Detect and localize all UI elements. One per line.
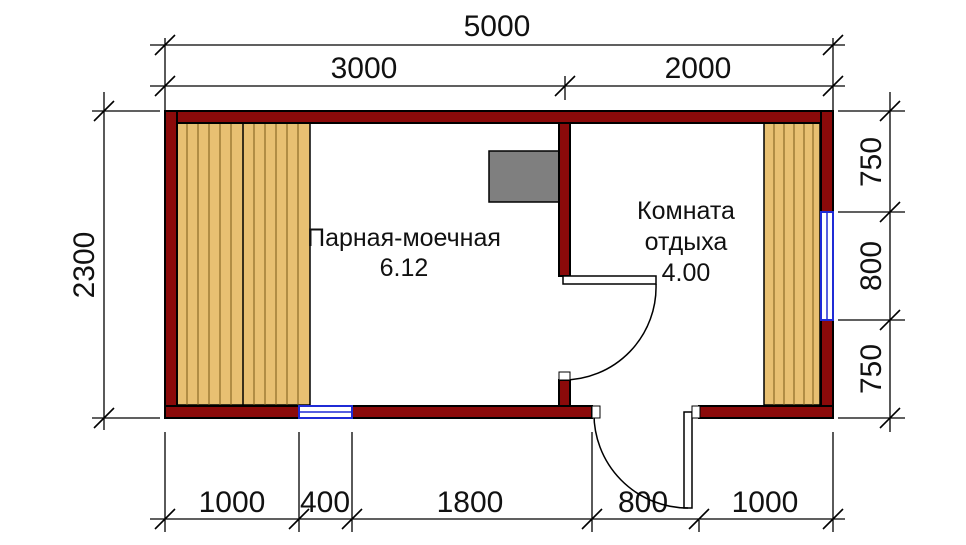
dim-height: 2300 (68, 232, 101, 299)
bench-steam-room (175, 122, 311, 406)
bench-rest-room (763, 122, 821, 406)
window-right (820, 211, 834, 321)
partition-wall (558, 122, 571, 407)
entrance-door (591, 405, 701, 509)
window-bottom (298, 405, 353, 419)
dim-right-1: 750 (855, 137, 888, 187)
rest-room-name-line2: отдыха (645, 228, 728, 256)
dim-right-2: 800 (855, 241, 888, 291)
stove (488, 150, 571, 203)
steam-room-name: Парная-моечная (307, 224, 501, 252)
dim-right-3: 750 (855, 344, 888, 394)
rest-room-area: 4.00 (662, 259, 711, 287)
dim-left-section: 3000 (331, 52, 398, 85)
dim-bottom-4: 800 (618, 486, 668, 519)
dimension-lines (92, 34, 905, 532)
dim-bottom-3: 1800 (437, 486, 504, 519)
steam-room-area: 6.12 (380, 254, 429, 282)
dim-right-section: 2000 (665, 52, 732, 85)
rest-room-name-line1: Комната (637, 197, 735, 225)
dim-bottom-2: 400 (300, 486, 350, 519)
dim-bottom-1: 1000 (199, 486, 266, 519)
dim-bottom-5: 1000 (732, 486, 799, 519)
dim-total-width: 5000 (464, 10, 531, 43)
interior-door (558, 275, 657, 381)
